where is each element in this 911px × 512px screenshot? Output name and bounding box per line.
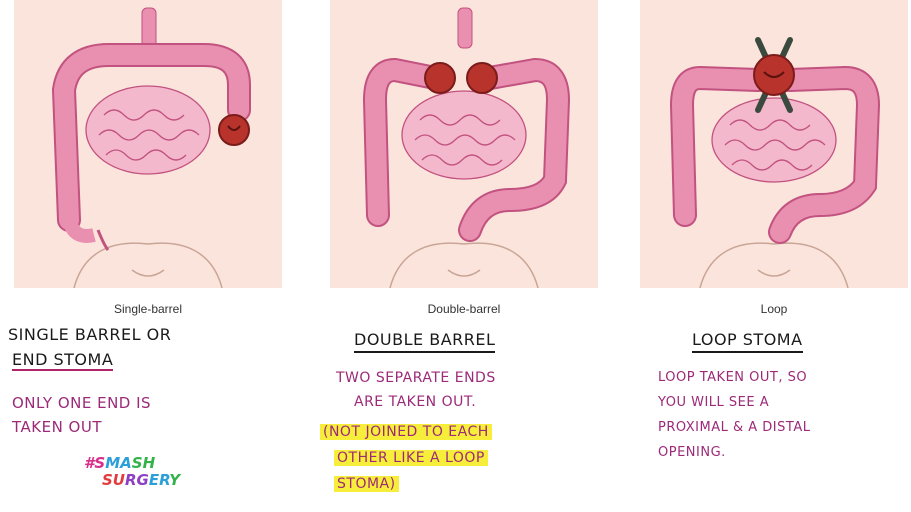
esophagus — [458, 8, 472, 48]
proximal-stoma — [425, 63, 455, 93]
logo-letter-group: #S — [84, 454, 105, 472]
note-double-barrel-line1: TWO SEPARATE ENDS — [336, 370, 496, 386]
heading-loop: LOOP STOMA — [692, 330, 803, 353]
small-intestine — [402, 91, 526, 179]
logo-letter-group: ER — [149, 471, 169, 489]
logo-letter-group: SU — [102, 471, 125, 489]
logo-letter-group: MA — [105, 454, 132, 472]
highlight-line1: (NOT JOINED TO EACH — [320, 424, 492, 440]
smash-surgery-logo: #SMASH SURGERY — [84, 455, 180, 489]
panel-loop: Loop LOOP STOMA LOOP TAKEN OUT, SO YOU W… — [640, 0, 908, 512]
loop-illustration — [640, 0, 908, 288]
note-double-barrel-line2: ARE TAKEN OUT. — [354, 394, 476, 410]
note-loop-line4: OPENING. — [658, 445, 726, 460]
heading-single-barrel-line2: END STOMA — [12, 350, 113, 371]
distal-stoma — [467, 63, 497, 93]
caption-double-barrel: Double-barrel — [330, 302, 598, 316]
panel-double-barrel: Double-barrel DOUBLE BARREL TWO SEPARATE… — [330, 0, 598, 512]
note-loop-line1: LOOP TAKEN OUT, SO — [658, 370, 807, 385]
heading-double-barrel: DOUBLE BARREL — [354, 330, 495, 353]
highlight-line2: OTHER LIKE A LOOP — [334, 450, 488, 466]
note-single-barrel-line1: ONLY ONE END IS — [12, 394, 151, 412]
single-barrel-illustration — [14, 0, 282, 288]
note-loop-line3: PROXIMAL & A DISTAL — [658, 420, 810, 435]
logo-letter-group: Y — [169, 471, 180, 489]
logo-letter-group: RG — [125, 471, 149, 489]
loop-stoma — [754, 55, 794, 95]
logo-letter-group: SH — [132, 454, 155, 472]
highlight-line3: STOMA) — [334, 476, 399, 492]
double-barrel-illustration — [330, 0, 598, 288]
logo-line2: SURGERY — [102, 472, 180, 489]
logo-line1: #SMASH — [84, 455, 180, 472]
small-intestine — [712, 98, 836, 182]
small-intestine — [86, 86, 210, 174]
panel-single-barrel: Single-barrel SINGLE BARREL OR END STOMA… — [14, 0, 282, 512]
note-single-barrel-line2: TAKEN OUT — [12, 418, 102, 436]
heading-single-barrel-line1: SINGLE BARREL OR — [8, 325, 171, 344]
esophagus — [142, 8, 156, 48]
note-loop-line2: YOU WILL SEE A — [658, 395, 769, 410]
caption-single-barrel: Single-barrel — [14, 302, 282, 316]
caption-loop: Loop — [640, 302, 908, 316]
